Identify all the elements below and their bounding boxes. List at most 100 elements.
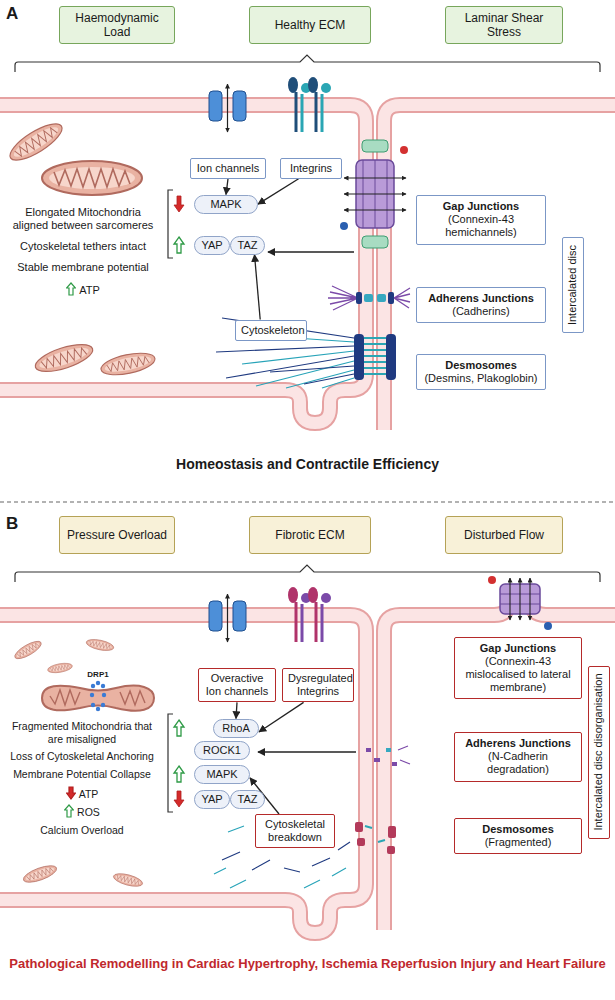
dashed-divider (0, 501, 615, 502)
mitochondrion-fragment (22, 862, 59, 885)
desmosome-fragment (365, 826, 385, 842)
mitochondrion-fragment (12, 638, 43, 662)
signal-bracket (168, 190, 184, 812)
drp1-dot (101, 684, 105, 688)
label-text: B (6, 514, 18, 533)
state-note: Elongated Mitochondria aligned between s… (8, 206, 158, 232)
state-note: ATP (4, 786, 160, 801)
integrin (308, 77, 318, 93)
box-text: (N-Cadherin degradation) (461, 750, 575, 776)
receptor-box: Overactive Ion channels (198, 668, 276, 702)
box-text: Intercalated disc (566, 245, 579, 325)
dividing-mitochondrion (42, 686, 154, 711)
filament (216, 346, 354, 352)
flux-arrow (519, 578, 520, 620)
drp1-dot (91, 684, 95, 688)
integrin (288, 77, 298, 93)
integrin (295, 602, 298, 642)
drp1-dot (91, 703, 95, 707)
label-text: Membrane Potential Collapse (13, 768, 151, 780)
dividing-mitochondrion (42, 681, 154, 711)
drp1-dot (101, 703, 105, 707)
state-note: ROS (4, 804, 160, 819)
integrin (321, 604, 324, 642)
label-text: Stable membrane potential (17, 261, 148, 273)
vertical-label-box: Intercalated disc disorganisation (588, 666, 610, 839)
signal-arrow (258, 751, 356, 752)
box-text: MAPK (201, 768, 243, 781)
cell-membrane (384, 105, 615, 430)
junction-box: Adherens Junctions(Cadherins) (416, 287, 546, 323)
cadherin (394, 288, 410, 308)
cell-membrane (0, 105, 366, 423)
increase-arrow (67, 283, 76, 295)
stimulus-box: Disturbed Flow (445, 516, 563, 554)
increase-arrow (174, 720, 184, 736)
integrin (321, 593, 331, 603)
box-text: Haemodynamic Load (66, 11, 168, 40)
gap-junction (340, 140, 552, 630)
ion-flow-arrow (227, 84, 228, 132)
protein-label: DRP1 (83, 670, 113, 680)
curly-bracket (15, 55, 600, 582)
filament (322, 378, 354, 388)
signal-pill: YAP (194, 236, 230, 255)
label-text: A (6, 4, 18, 23)
label-text: Fragmented Mitochondria that are misalig… (12, 720, 152, 745)
box-text: Cytoskeleton (241, 324, 301, 337)
label-text: Elongated Mitochondria aligned between s… (13, 206, 154, 231)
ion-dot (488, 576, 496, 584)
integrin (301, 94, 304, 132)
box-text: MAPK (201, 198, 251, 211)
signal-connector (226, 179, 228, 195)
vertical-label-box: Intercalated disc (562, 237, 584, 333)
drp1-ring (90, 681, 106, 711)
cadherin (377, 294, 386, 302)
mitochondrion (5, 117, 67, 166)
signal-pill: TAZ (230, 236, 265, 255)
box-text: (Connexin-43 hemichannels) (423, 213, 539, 239)
decrease-arrow (174, 791, 184, 807)
flux-arrow (344, 177, 406, 178)
box-text: TAZ (237, 793, 258, 806)
integrin (288, 587, 298, 603)
label-text: Pathological Remodelling in Cardiac Hype… (9, 956, 605, 971)
cell-membrane (0, 105, 366, 423)
signal-connector (258, 179, 299, 204)
cadherin (356, 292, 362, 304)
increase-arrow (64, 804, 74, 818)
panel-subtitle: Homeostasis and Contractile Efficiency (5, 456, 610, 473)
flux-arrow (529, 578, 530, 620)
cell-membrane (0, 615, 366, 933)
state-note: Loss of Cytoskeletal Anchoring (4, 750, 160, 763)
cadherin-fragment (366, 748, 371, 752)
increase-arrow (174, 766, 184, 782)
box-text: (Fragmented) (461, 836, 575, 849)
box-heading: Gap Junctions (423, 200, 539, 213)
drp1-dot (96, 707, 100, 711)
stimulus-box: Pressure Overload (59, 516, 175, 554)
decrease-arrow (66, 786, 76, 800)
state-note: Stable membrane potential (8, 261, 158, 274)
desmosome-plaque (386, 334, 396, 380)
box-text: (Desmins, Plakoglobin) (423, 372, 539, 385)
integrin (315, 92, 318, 132)
label-text: ATP (79, 788, 99, 800)
ion-channel (209, 91, 222, 121)
decrease-arrow (174, 196, 184, 212)
integrin (321, 83, 331, 93)
integrin (308, 587, 318, 603)
cadherin-fragment (398, 746, 410, 764)
ion-channel (233, 91, 246, 121)
drp1-dot (96, 681, 100, 685)
signal-connector (255, 255, 261, 320)
cell-membrane (0, 105, 615, 933)
cadherin (388, 292, 394, 304)
label-text: ROS (77, 806, 100, 818)
signal-pill: TAZ (230, 790, 265, 809)
box-heading: Adherens Junctions (423, 292, 539, 305)
state-note: Calcium Overload (4, 824, 160, 837)
label-text: Calcium Overload (40, 824, 123, 836)
flux-arrow (509, 578, 510, 620)
